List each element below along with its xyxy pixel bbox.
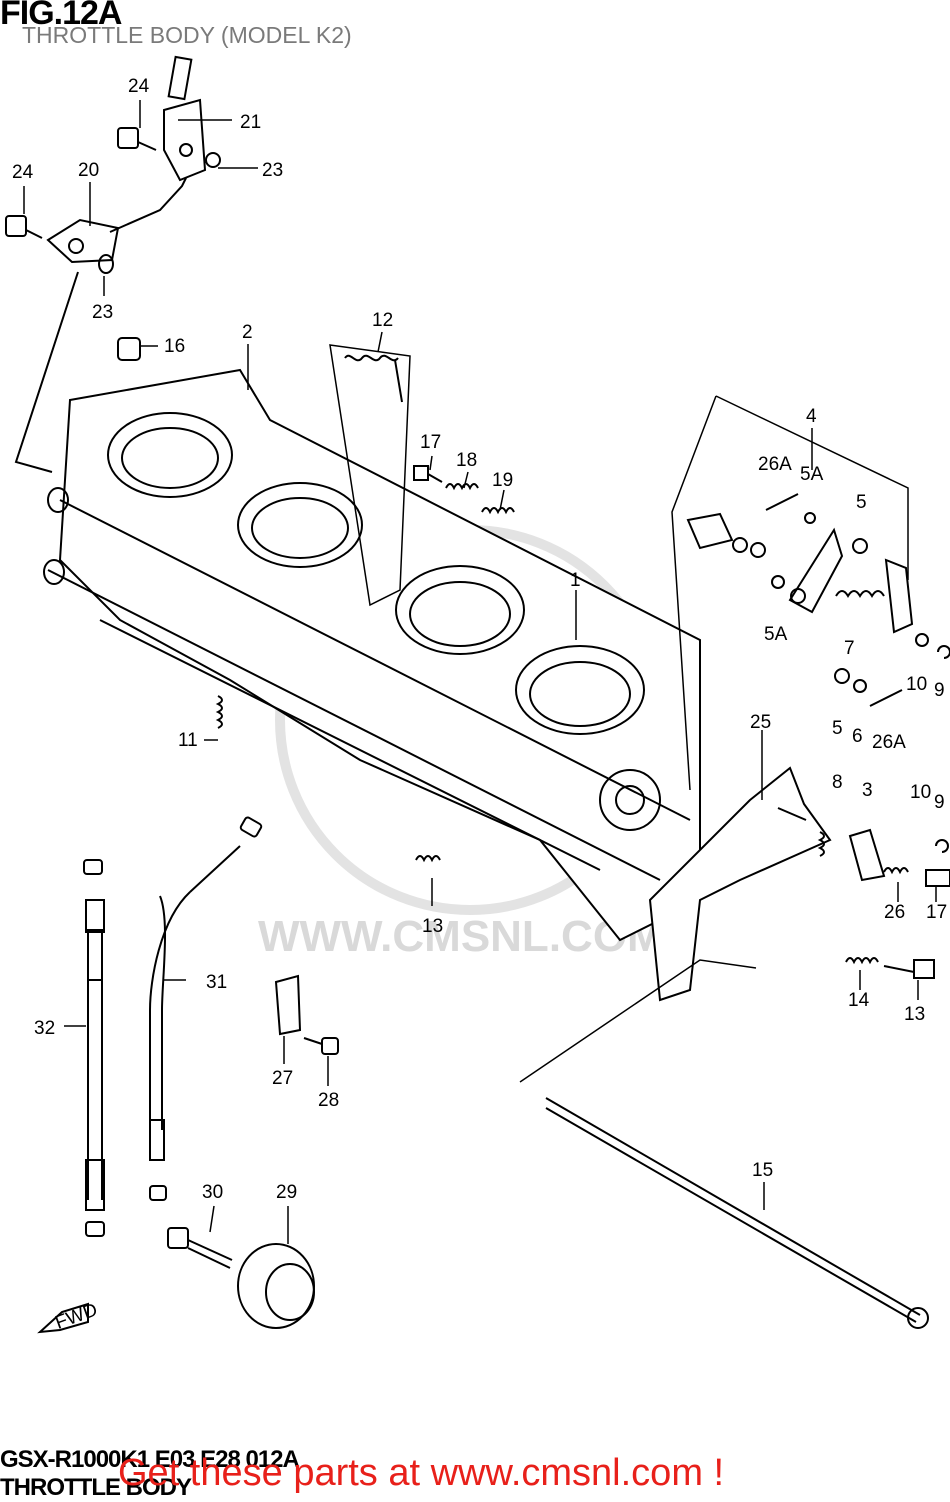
callout-20: 13 xyxy=(422,916,443,937)
part-30-bolt xyxy=(167,1227,233,1269)
part-18-spring xyxy=(445,483,479,491)
watermark: WWW.CMSNL.COM xyxy=(258,912,664,961)
part-15-long-bolt xyxy=(519,959,929,1329)
callout-22: 21 xyxy=(240,112,261,133)
callout-10-top: 10 xyxy=(906,674,927,695)
part-8-spring xyxy=(817,831,825,857)
fig-subtitle: THROTTLE BODY (MODEL K2) xyxy=(22,22,352,48)
leader-lines xyxy=(23,100,937,1244)
callout-30: 30 xyxy=(202,1182,223,1203)
callout-9-top: 9 xyxy=(934,680,945,701)
part-17-screw-right xyxy=(925,869,950,887)
part-9-clip-upper xyxy=(937,645,950,659)
part-16-nut xyxy=(117,337,141,361)
callout-26: 26 xyxy=(884,902,905,923)
part-31-cable xyxy=(149,816,263,1201)
part-21-sensor xyxy=(46,177,187,264)
part-22-sensor xyxy=(163,55,207,182)
callout-10-bottom: 10 xyxy=(910,782,931,803)
part-26-spring-right xyxy=(883,867,909,875)
part-24-bolt-top xyxy=(117,127,157,151)
callout-6: 6 xyxy=(852,726,863,747)
callout-23-top: 23 xyxy=(262,160,283,181)
part-29-knob xyxy=(237,1243,315,1329)
callout-5-top: 5 xyxy=(856,492,867,513)
fwd-label: FWD xyxy=(52,1299,100,1334)
callout-17-right: 17 xyxy=(926,902,947,923)
part-32-cable xyxy=(83,859,105,1237)
callout-5a-top: 5A xyxy=(800,464,824,485)
part-25-bracket xyxy=(648,766,832,1002)
callout-5-bottom: 5 xyxy=(832,718,843,739)
part-9-clip-lower xyxy=(935,839,949,853)
part-19-spring xyxy=(481,507,515,515)
footer-name: THROTTLE BODY xyxy=(0,1474,192,1501)
callout-24-top: 24 xyxy=(128,76,150,97)
callout-18: 18 xyxy=(456,450,477,471)
callout-25: 25 xyxy=(750,712,771,733)
part-3-lever xyxy=(848,828,886,882)
leader-bracket-left xyxy=(14,271,79,473)
callout-29: 29 xyxy=(276,1182,297,1203)
part-13-screw-right xyxy=(883,959,935,979)
part-23-oring-left xyxy=(98,254,114,274)
callout-24-left: 24 xyxy=(12,162,34,183)
callout-12: 12 xyxy=(372,310,393,331)
callout-14: 14 xyxy=(848,990,870,1011)
callout-8: 8 xyxy=(832,772,843,793)
callout-32: 32 xyxy=(34,1018,55,1039)
callout-16: 16 xyxy=(164,336,185,357)
callout-7: 7 xyxy=(844,638,855,659)
callout-11: 11 xyxy=(178,730,198,751)
footer-code: GSX-R1000K1 E03 E28 012A xyxy=(0,1446,300,1473)
part-28-bolt xyxy=(303,1037,339,1055)
callout-27: 27 xyxy=(272,1068,293,1089)
callout-17-mid: 17 xyxy=(420,432,441,453)
part-23-oring-top xyxy=(205,152,221,168)
callout-1: 1 xyxy=(570,570,581,591)
callout-23-left: 23 xyxy=(92,302,113,323)
part-27-bracket xyxy=(274,974,302,1036)
part-4-linkage-group xyxy=(671,395,929,791)
throttle-body-assembly xyxy=(43,368,701,942)
callout-19: 19 xyxy=(492,470,513,491)
callout-4: 4 xyxy=(806,406,817,427)
fig-title: FIG.12A xyxy=(0,0,122,32)
part-17-screw-mid xyxy=(413,465,443,483)
part-12-spring xyxy=(329,344,411,607)
callout-3: 3 xyxy=(862,780,873,801)
callout-26a-top: 26A xyxy=(758,454,792,475)
part-24-bolt-left xyxy=(5,215,43,239)
part-11-spring xyxy=(215,695,223,729)
callout-13: 13 xyxy=(904,1004,925,1025)
callout-9-bottom: 9 xyxy=(934,792,945,813)
callout-2: 2 xyxy=(242,322,253,343)
part-14-spring-right xyxy=(845,957,879,965)
callout-21: 20 xyxy=(78,160,99,181)
callout-31: 31 xyxy=(206,972,227,993)
promo-link[interactable]: Get these parts at www.cmsnl.com ! xyxy=(118,1452,725,1494)
callout-5a-left: 5A xyxy=(764,624,788,645)
callout-26a-bottom: 26A xyxy=(872,732,906,753)
part-20-spring xyxy=(415,855,441,863)
fwd-arrow xyxy=(37,1302,89,1334)
callout-15: 15 xyxy=(752,1160,773,1181)
callout-28: 28 xyxy=(318,1090,339,1111)
